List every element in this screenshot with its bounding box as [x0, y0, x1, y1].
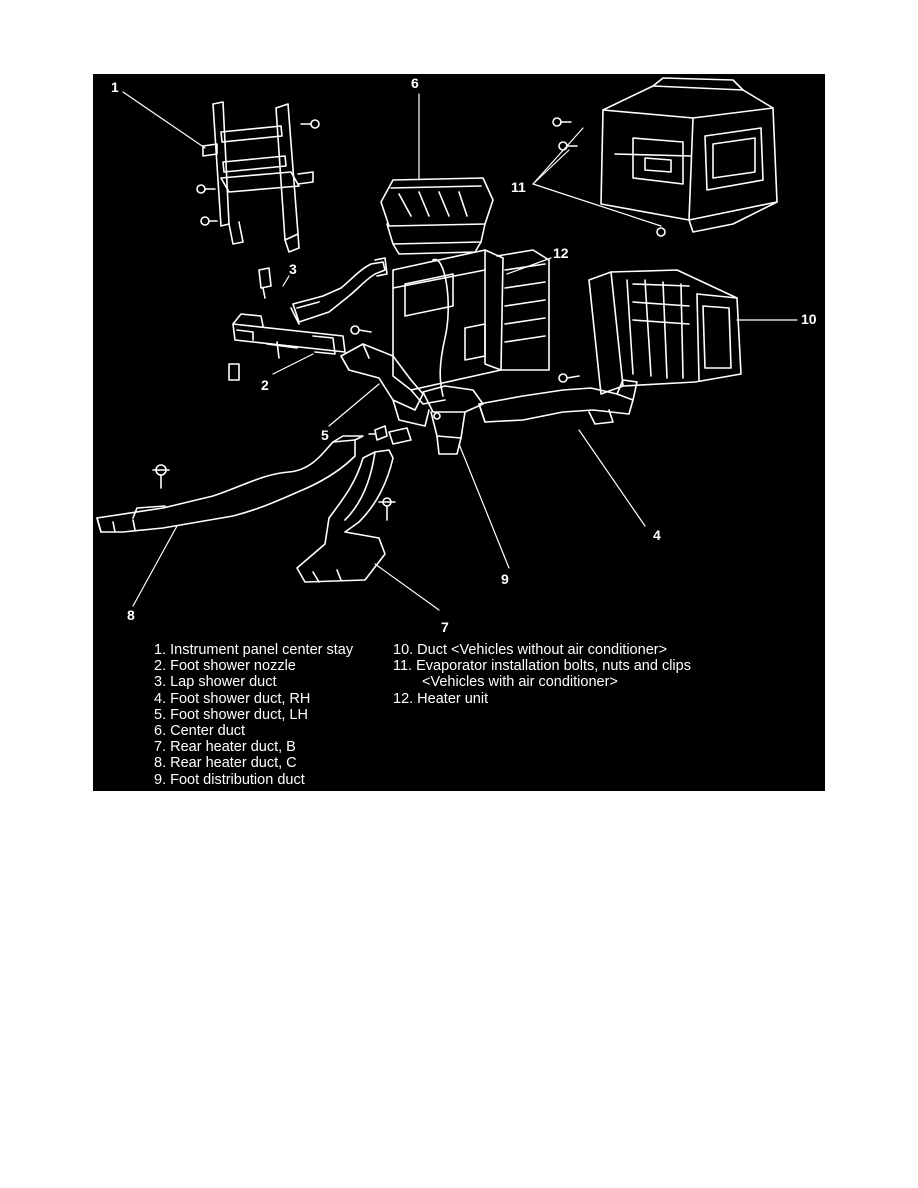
diagram-drawing	[96, 77, 798, 611]
callout-9: 9	[501, 571, 509, 587]
leader-11b	[532, 149, 570, 185]
part-instrument-panel-center-stay	[196, 101, 320, 253]
callout-3: 3	[289, 261, 297, 277]
leader-2	[272, 353, 314, 375]
leader-8	[132, 525, 178, 607]
leader-lines	[122, 91, 798, 611]
leader-11c	[532, 183, 662, 227]
legend-item-6: 6. Center duct	[154, 723, 246, 740]
leader-9	[458, 443, 510, 569]
legend-item-7: 7. Rear heater duct, B	[154, 739, 296, 756]
part-foot-distribution-duct	[388, 385, 484, 455]
leader-5	[328, 383, 380, 427]
legend-item-2: 2. Foot shower nozzle	[154, 658, 296, 675]
part-evaporator-unit	[552, 77, 778, 237]
part-rear-heater-duct-b	[296, 449, 396, 583]
legend-left: 1. Instrument panel center stay 2. Foot …	[154, 642, 353, 788]
part-foot-shower-duct-rh	[478, 373, 638, 425]
callout-8: 8	[127, 607, 135, 623]
callout-11: 11	[511, 179, 526, 195]
part-heater-unit	[392, 249, 550, 405]
legend-item-5: 5. Foot shower duct, LH	[154, 706, 308, 723]
exploded-diagram: 1 6 11 12 10 3 2 5 4 9 7 8 1. Instrument…	[93, 74, 825, 791]
part-foot-shower-duct-lh	[340, 343, 430, 441]
legend-item-11: 11. Evaporator installation bolts, nuts …	[393, 658, 691, 675]
legend-item-9: 9. Foot distribution duct	[154, 771, 305, 788]
part-foot-shower-nozzle	[228, 313, 372, 381]
callout-10: 10	[801, 311, 817, 327]
legend-item-11-note: <Vehicles with air conditioner>	[422, 674, 618, 691]
leader-1	[122, 91, 206, 149]
callout-6: 6	[411, 75, 419, 91]
legend-item-3: 3. Lap shower duct	[154, 674, 277, 691]
part-rear-heater-duct-c	[96, 435, 364, 533]
callout-12: 12	[553, 245, 569, 261]
part-center-duct	[380, 177, 494, 255]
part-duct	[588, 269, 742, 395]
callout-4: 4	[653, 527, 661, 543]
legend-item-1: 1. Instrument panel center stay	[154, 642, 354, 658]
leader-4	[578, 429, 646, 527]
leader-11a	[532, 127, 584, 185]
leader-12	[506, 257, 552, 275]
legend-item-12: 12. Heater unit	[393, 690, 489, 707]
callout-5: 5	[321, 427, 329, 443]
callout-2: 2	[261, 377, 269, 393]
callout-1: 1	[111, 79, 119, 95]
leader-7	[374, 563, 440, 611]
legend-item-8: 8. Rear heater duct, C	[154, 755, 297, 772]
legend-item-4: 4. Foot shower duct, RH	[154, 690, 311, 707]
callout-7: 7	[441, 619, 449, 635]
legend-item-10: 10. Duct <Vehicles without air condition…	[393, 642, 668, 658]
part-lap-shower-duct	[258, 257, 388, 325]
legend-right: 10. Duct <Vehicles without air condition…	[393, 642, 691, 707]
leader-3	[282, 275, 290, 287]
